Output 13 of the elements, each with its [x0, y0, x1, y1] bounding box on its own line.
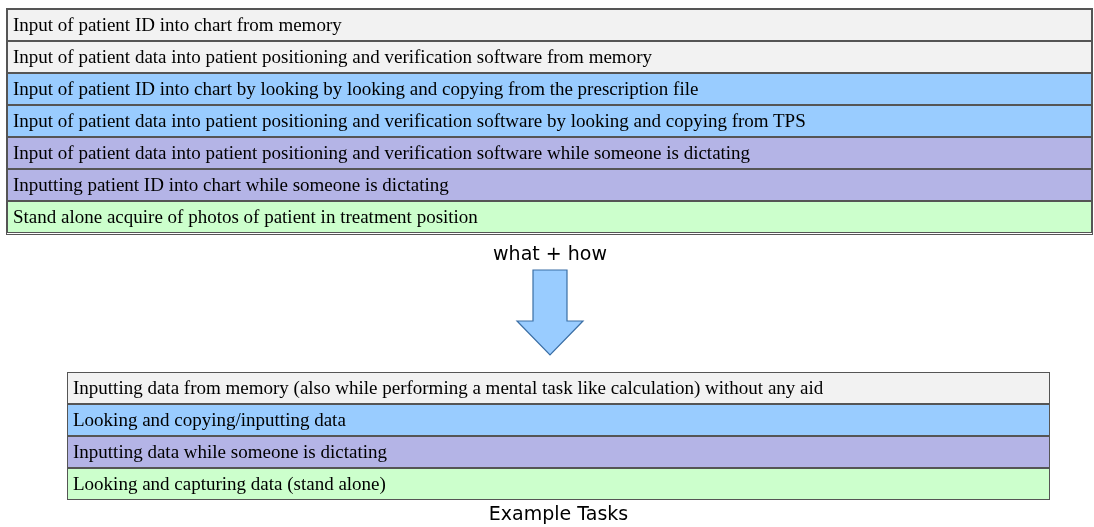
block-arrow [515, 269, 585, 356]
table-row: Input of patient ID into chart from memory [7, 9, 1092, 41]
table-caption: Example Tasks [488, 502, 629, 524]
table-row: Inputting data while someone is dictating [67, 436, 1050, 468]
table-row: Inputting patient ID into chart while someone is dictating [7, 169, 1092, 201]
table-row: Input of patient data into patient positioning and verification software by looking and copying from TPS [7, 105, 1092, 137]
table-row: Input of patient ID into chart by looking by looking and copying from the prescription file [7, 73, 1092, 105]
table-row: Inputting data from memory (also while performing a mental task like calculation) without any aid [67, 372, 1050, 404]
table-row: Input of patient data into patient positioning and verification software from memory [7, 41, 1092, 73]
table-row: Stand alone acquire of photos of patient in treatment position [7, 201, 1092, 233]
table-row: Input of patient data into patient positioning and verification software while someone is dictating [7, 137, 1092, 169]
table-row: Looking and capturing data (stand alone) [67, 468, 1050, 500]
table-row: Looking and copying/inputting data [67, 404, 1050, 436]
